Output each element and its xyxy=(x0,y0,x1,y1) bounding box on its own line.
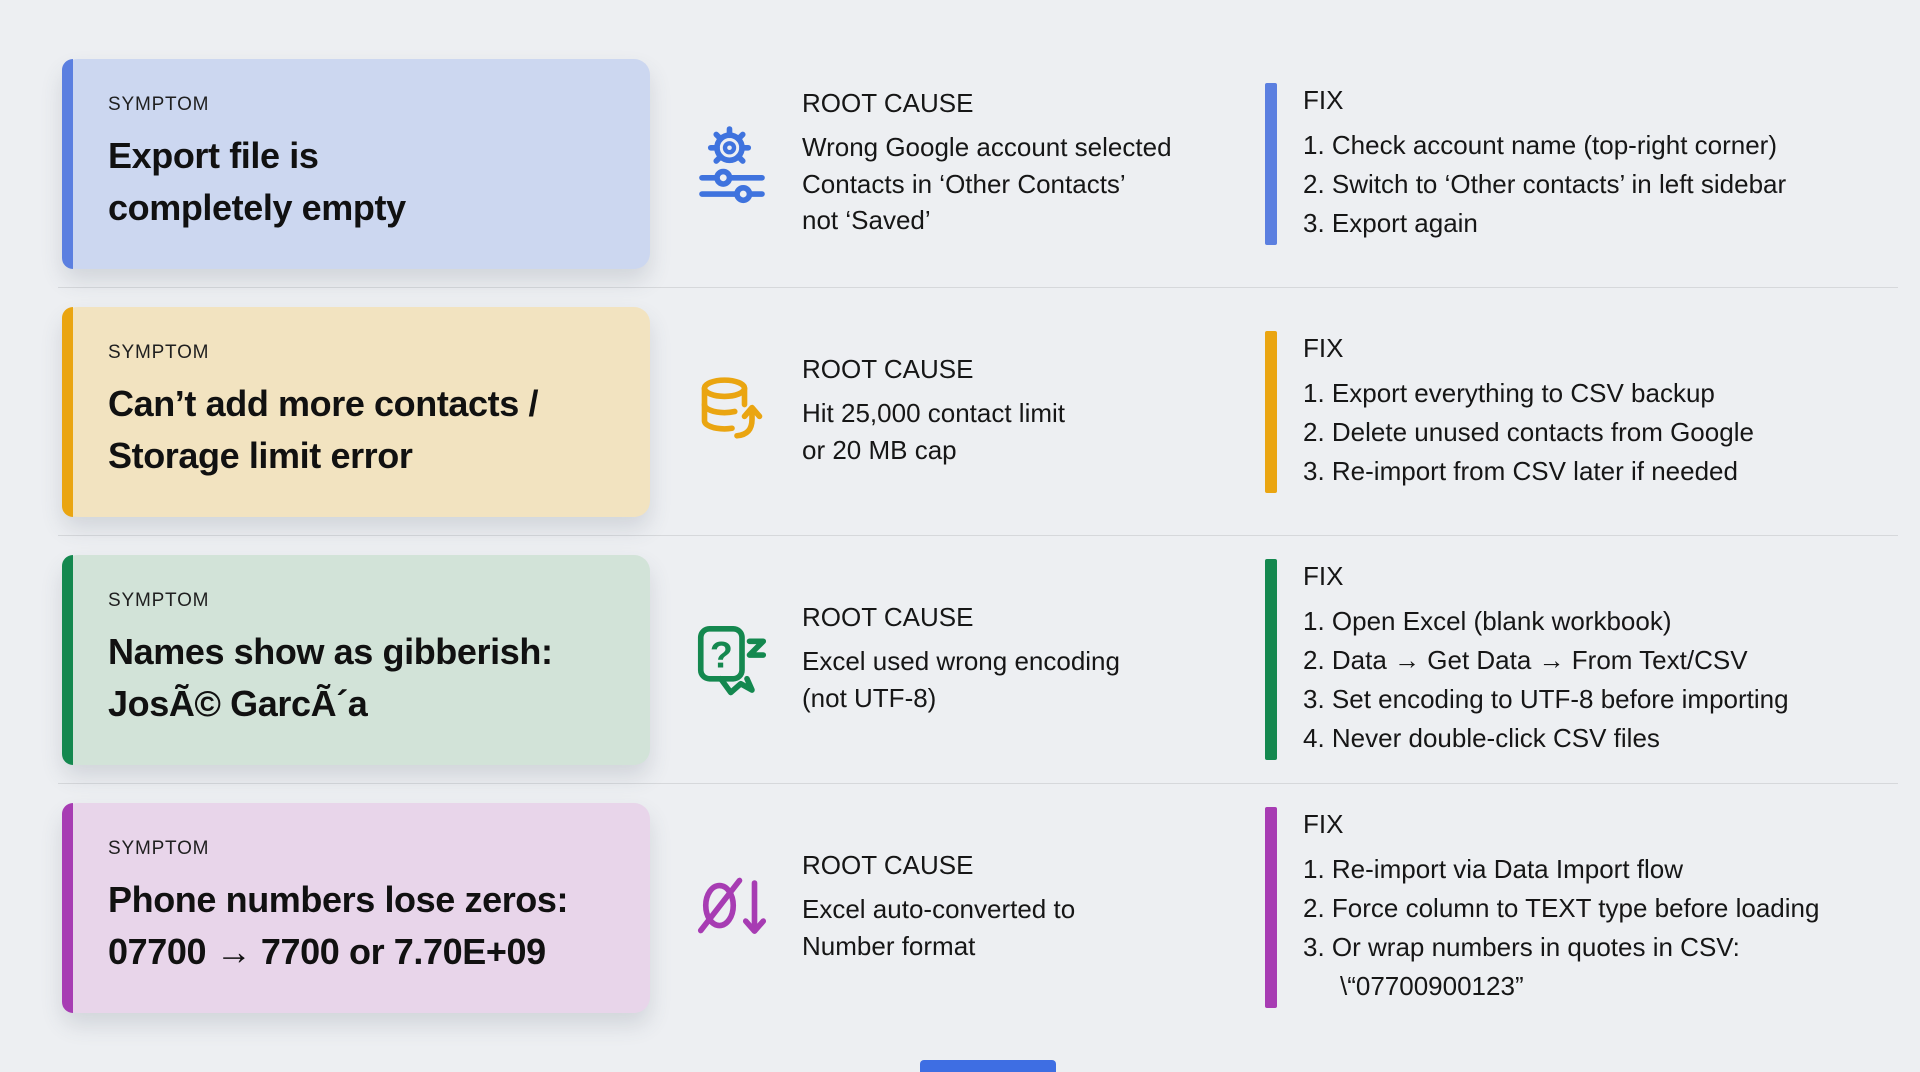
fix-section: FIX 1. Open Excel (blank workbook) 2. Da… xyxy=(1265,559,1880,760)
root-cause-label: ROOT CAUSE xyxy=(802,850,974,881)
symptom-accent-bar xyxy=(62,554,73,765)
symptom-title: Phone numbers lose zeros: 07700 → 7700 o… xyxy=(108,879,569,972)
fix-content: FIX 1. Open Excel (blank workbook) 2. Da… xyxy=(1303,559,1789,760)
fix-label: FIX xyxy=(1303,809,1344,839)
root-cause-text: Excel auto-converted to Number format xyxy=(802,894,1076,961)
fix-accent-bar xyxy=(1265,807,1277,1008)
fix-step: 3. Re-import from CSV later if needed xyxy=(1303,455,1738,486)
root-cause-content: ROOT CAUSE Excel used wrong encoding (no… xyxy=(802,602,1120,717)
troubleshooting-row: SYMPTOM Export file is completely empty … xyxy=(0,40,1920,287)
fix-step: 3. Export again xyxy=(1303,207,1478,238)
symptom-accent-bar xyxy=(62,802,73,1013)
root-cause-section: ROOT CAUSE Hit 25,000 contact limit or 2… xyxy=(650,354,1265,469)
fix-content: FIX 1. Re-import via Data Import flow 2.… xyxy=(1303,807,1819,1008)
symptom-label: SYMPTOM xyxy=(108,590,210,612)
root-cause-content: ROOT CAUSE Hit 25,000 contact limit or 2… xyxy=(802,354,1065,469)
symptom-title: Can’t add more contacts / Storage limit … xyxy=(108,383,539,476)
root-cause-text: Wrong Google account selected Contacts i… xyxy=(802,131,1172,236)
root-cause-text: Hit 25,000 contact limit or 20 MB cap xyxy=(802,398,1066,465)
fix-step: 2. Force column to TEXT type before load… xyxy=(1303,893,1820,923)
root-cause-label: ROOT CAUSE xyxy=(802,354,974,385)
fix-step: 2. Delete unused contacts from Google xyxy=(1303,416,1754,447)
root-cause-content: ROOT CAUSE Wrong Google account selected… xyxy=(802,88,1172,240)
row-divider xyxy=(58,535,1898,536)
fix-accent-bar xyxy=(1265,330,1277,493)
root-cause-content: ROOT CAUSE Excel auto-converted to Numbe… xyxy=(802,850,1075,965)
root-cause-section: ROOT CAUSE Excel auto-converted to Numbe… xyxy=(650,850,1265,965)
root-cause-label: ROOT CAUSE xyxy=(802,602,974,633)
symptom-label: SYMPTOM xyxy=(108,838,210,860)
symptom-card: SYMPTOM Phone numbers lose zeros: 07700 … xyxy=(62,802,650,1013)
fix-step: 3. Or wrap numbers in quotes in CSV: \“0… xyxy=(1303,932,1740,1001)
fix-label: FIX xyxy=(1303,561,1344,591)
database-limit-icon xyxy=(690,364,774,460)
root-cause-label: ROOT CAUSE xyxy=(802,87,974,118)
fix-label: FIX xyxy=(1303,332,1344,363)
symptom-accent-bar xyxy=(62,306,73,517)
root-cause-section: ? ROOT CAUSE Excel used wrong encoding (… xyxy=(650,602,1265,717)
fix-step: 1. Open Excel (blank workbook) xyxy=(1303,606,1672,636)
symptom-card: SYMPTOM Can’t add more contacts / Storag… xyxy=(62,306,650,517)
fix-step: 1. Re-import via Data Import flow xyxy=(1303,854,1684,884)
root-cause-section: ROOT CAUSE Wrong Google account selected… xyxy=(650,88,1265,240)
fix-section: FIX 1. Check account name (top-right cor… xyxy=(1265,82,1880,245)
troubleshooting-row: SYMPTOM Phone numbers lose zeros: 07700 … xyxy=(0,784,1920,1031)
fix-content: FIX 1. Check account name (top-right cor… xyxy=(1303,83,1786,245)
symptom-title: Export file is completely empty xyxy=(108,135,406,228)
encoding-question-icon: ? xyxy=(690,612,774,708)
troubleshooting-row: SYMPTOM Can’t add more contacts / Storag… xyxy=(0,288,1920,535)
svg-text:?: ? xyxy=(710,633,733,675)
symptom-label: SYMPTOM xyxy=(108,342,210,364)
row-divider xyxy=(58,783,1898,784)
fix-step: 1. Check account name (top-right corner) xyxy=(1303,129,1777,160)
symptom-card: SYMPTOM Names show as gibberish: JosÃ© G… xyxy=(62,554,650,765)
symptom-accent-bar xyxy=(62,58,73,269)
bottom-accent-strip xyxy=(920,1060,1056,1072)
fix-step: 1. Export everything to CSV backup xyxy=(1303,377,1715,408)
fix-label: FIX xyxy=(1303,84,1344,115)
row-divider xyxy=(58,287,1898,288)
fix-step: 2. Switch to ‘Other contacts’ in left si… xyxy=(1303,168,1787,199)
fix-accent-bar xyxy=(1265,559,1277,760)
fix-section: FIX 1. Re-import via Data Import flow 2.… xyxy=(1265,807,1880,1008)
fix-step: 2. Data → Get Data → From Text/CSV xyxy=(1303,645,1748,675)
fix-step: 4. Never double-click CSV files xyxy=(1303,723,1660,753)
fix-step: 3. Set encoding to UTF-8 before importin… xyxy=(1303,684,1789,714)
zero-slash-icon xyxy=(690,860,774,956)
symptom-card: SYMPTOM Export file is completely empty xyxy=(62,58,650,269)
fix-content: FIX 1. Export everything to CSV backup 2… xyxy=(1303,331,1754,493)
settings-sliders-icon xyxy=(690,116,774,212)
troubleshooting-row: SYMPTOM Names show as gibberish: JosÃ© G… xyxy=(0,536,1920,783)
root-cause-text: Excel used wrong encoding (not UTF-8) xyxy=(802,646,1120,713)
fix-section: FIX 1. Export everything to CSV backup 2… xyxy=(1265,330,1880,493)
symptom-title: Names show as gibberish: JosÃ© GarcÃ´a xyxy=(108,631,553,724)
symptom-label: SYMPTOM xyxy=(108,94,210,116)
fix-accent-bar xyxy=(1265,82,1277,245)
